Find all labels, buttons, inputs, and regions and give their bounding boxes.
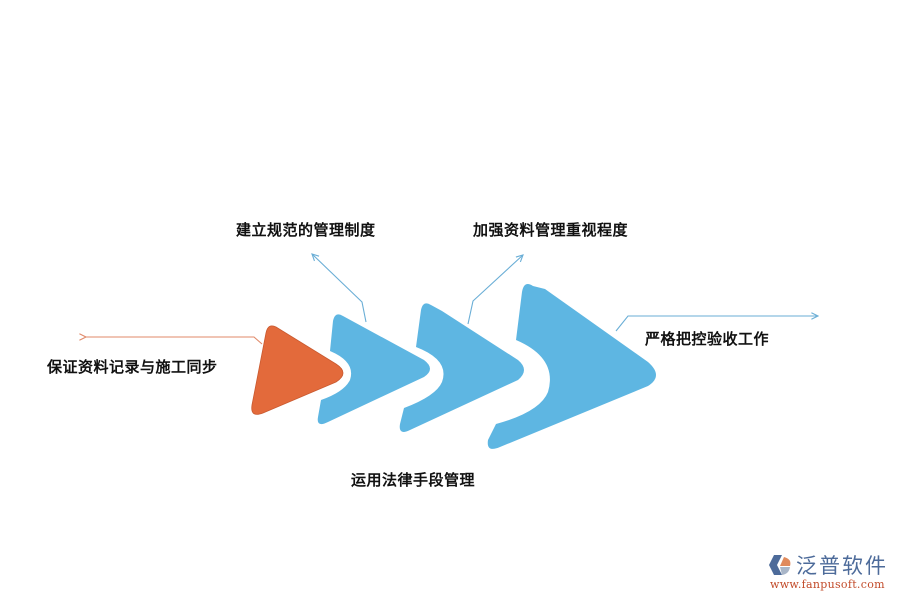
stage-1-label: 保证资料记录与施工同步 <box>47 358 218 376</box>
stage-3-label: 加强资料管理重视程度 <box>473 221 629 239</box>
callout-line-stage-1 <box>86 337 263 345</box>
watermark-brand: 泛普软件 <box>796 554 888 578</box>
stage-4-label: 严格把控验收工作 <box>645 330 770 348</box>
watermark-url: www.fanpusoft.com <box>770 578 885 591</box>
chevron-stage-1 <box>251 325 344 415</box>
stage-2-label: 建立规范的管理制度 <box>236 221 376 239</box>
chevron-stage-3 <box>399 303 524 432</box>
watermark-logo: 泛普软件 www.fanpusoft.com <box>768 550 893 595</box>
fanpu-logo-icon <box>769 555 791 575</box>
chevron-stage-2 <box>317 314 430 425</box>
callout-line-stage-2 <box>312 254 367 323</box>
chevron-stage-4 <box>487 284 656 449</box>
callout-line-stage-4 <box>615 316 818 332</box>
stage-5-label: 运用法律手段管理 <box>351 471 476 489</box>
callout-line-stage-3 <box>467 255 523 325</box>
